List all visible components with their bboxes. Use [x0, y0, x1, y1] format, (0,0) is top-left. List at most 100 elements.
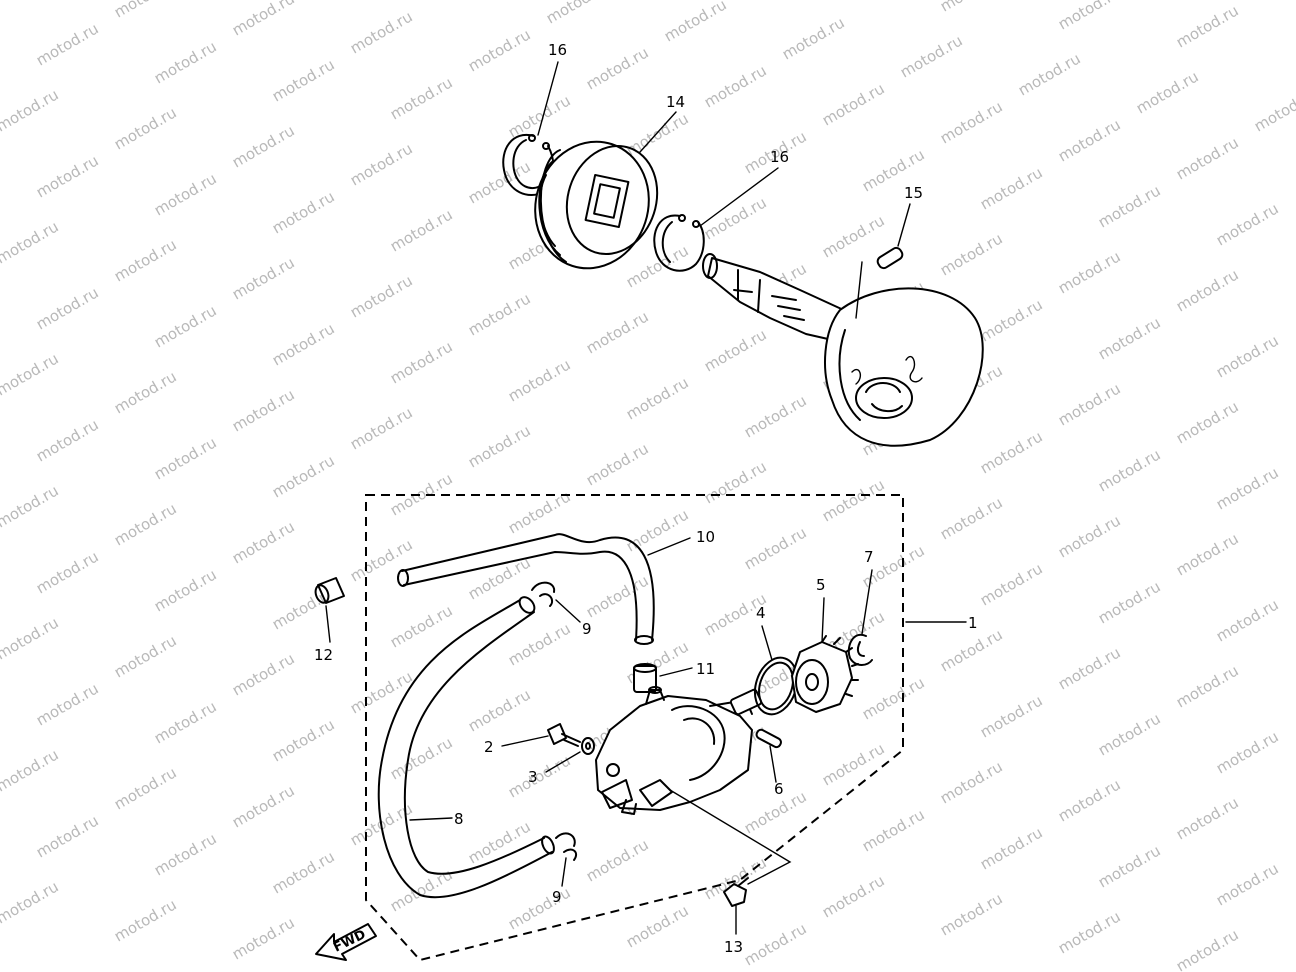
watermark-text: motod.ru [1173, 397, 1242, 447]
watermark-text: motod.ru [229, 385, 298, 435]
watermark-text: motod.ru [1173, 265, 1242, 315]
watermark-text: motod.ru [465, 553, 534, 603]
watermark-text: motod.ru [1055, 0, 1124, 33]
watermark-text: motod.ru [977, 823, 1046, 873]
watermark-text: motod.ru [977, 295, 1046, 345]
watermark-text: motod.ru [1213, 199, 1282, 249]
watermark-text: motod.ru [111, 895, 180, 945]
circlip-part-16-right [653, 214, 705, 272]
watermark-text: motod.ru [0, 349, 62, 399]
watermark-text: motod.ru [1173, 529, 1242, 579]
watermark-text: motod.ru [977, 163, 1046, 213]
watermark-text: motod.ru [229, 121, 298, 171]
watermark-text: motod.ru [937, 625, 1006, 675]
watermark-text: motod.ru [623, 901, 692, 951]
watermark-text: motod.ru [33, 415, 102, 465]
fwd-label: FWD [331, 927, 368, 955]
watermark-text: motod.ru [151, 829, 220, 879]
callout-15: 15 [904, 184, 923, 202]
forward-direction-arrow: FWD [315, 923, 377, 961]
watermark-text: motod.ru [897, 31, 966, 81]
watermark-text: motod.ru [937, 889, 1006, 939]
circlip-part-7 [847, 633, 873, 666]
watermark-text: motod.ru [937, 97, 1006, 147]
watermark-text: motod.ru [269, 55, 338, 105]
watermark-text: motod.ru [151, 433, 220, 483]
watermark-text: motod.ru [229, 253, 298, 303]
callout-5: 5 [816, 576, 826, 594]
watermark-text: motod.ru [1213, 463, 1282, 513]
watermark-text: motod.ru [465, 25, 534, 75]
watermark-text: motod.ru [1173, 133, 1242, 183]
watermark-text: motod.ru [583, 571, 652, 621]
watermark-text: motod.ru [33, 283, 102, 333]
watermark-text: motod.ru [819, 739, 888, 789]
watermark-text: motod.ru [623, 109, 692, 159]
watermark-text: motod.ru [229, 649, 298, 699]
watermark-text: motod.ru [387, 601, 456, 651]
callout-9-lower: 9 [552, 888, 562, 906]
watermark-text: motod.ru [1095, 709, 1164, 759]
watermark-text: motod.ru [387, 337, 456, 387]
watermark-text: motod.ru [1173, 793, 1242, 843]
watermark-text: motod.ru [0, 481, 62, 531]
callout-1: 1 [968, 614, 978, 632]
watermark-text: motod.ru [0, 217, 62, 267]
callout-14: 14 [666, 93, 685, 111]
watermark-text: motod.ru [741, 523, 810, 573]
watermark-text: motod.ru [269, 451, 338, 501]
watermark-text: motod.ru [505, 619, 574, 669]
callout-11: 11 [696, 660, 715, 678]
watermark-text: motod.ru [1095, 445, 1164, 495]
watermark-text: motod.ru [1015, 49, 1084, 99]
watermark-text: motod.ru [937, 0, 1006, 15]
watermark-text: motod.ru [977, 691, 1046, 741]
watermark-text: motod.ru [623, 505, 692, 555]
watermark-text: motod.ru [505, 355, 574, 405]
callout-12: 12 [314, 646, 333, 664]
watermark-text: motod.ru [347, 271, 416, 321]
watermark-text: motod.ru [819, 475, 888, 525]
pin-part-6 [755, 728, 782, 749]
watermark-text: motod.ru [779, 13, 848, 63]
watermark-text: motod.ru [465, 421, 534, 471]
callout-numbers: 16 14 16 15 10 7 5 4 1 9 11 12 2 3 6 8 9… [314, 41, 978, 956]
watermark-text: motod.ru [111, 0, 180, 21]
watermark-text: motod.ru [819, 79, 888, 129]
watermark-text: motod.ru [741, 919, 810, 969]
suction-hose-part-8 [377, 596, 555, 899]
watermark-text: motod.ru [505, 883, 574, 933]
watermark-text: motod.ru [111, 763, 180, 813]
watermark-text: motod.ru [623, 373, 692, 423]
watermark-text: motod.ru [347, 535, 416, 585]
watermark-text: motod.ru [977, 427, 1046, 477]
watermark-text: motod.ru [0, 745, 62, 795]
pulley-part-14 [534, 140, 659, 270]
watermark-text: motod.ru [1095, 313, 1164, 363]
watermark-text: motod.ru [229, 0, 298, 39]
callout-16-right: 16 [770, 148, 789, 166]
watermark-text: motod.ru [387, 733, 456, 783]
watermark-text: motod.ru [701, 457, 770, 507]
watermark-text: motod.ru [229, 781, 298, 831]
callout-2: 2 [484, 738, 494, 756]
watermark-text: motod.ru [0, 85, 62, 135]
watermark-text: motod.ru [1095, 577, 1164, 627]
leader-lines [325, 61, 967, 935]
fitting-part-11 [633, 663, 657, 693]
watermark-text: motod.ru [937, 757, 1006, 807]
watermark-text: motod.ru [465, 817, 534, 867]
watermark-text: motod.ru [465, 685, 534, 735]
watermark-text: motod.ru [1173, 661, 1242, 711]
watermark-text: motod.ru [1213, 859, 1282, 909]
watermark-text: motod.ru [151, 565, 220, 615]
watermark-text: motod.ru [387, 205, 456, 255]
callout-9-upper: 9 [582, 620, 592, 638]
watermark-text: motod.ru [1133, 67, 1202, 117]
watermark-text: motod.ru [33, 811, 102, 861]
oil-pump-body [595, 686, 763, 815]
bolt-part-2 [547, 723, 581, 747]
watermark-text: motod.ru [1095, 841, 1164, 891]
watermark-text: motod.ru [151, 169, 220, 219]
